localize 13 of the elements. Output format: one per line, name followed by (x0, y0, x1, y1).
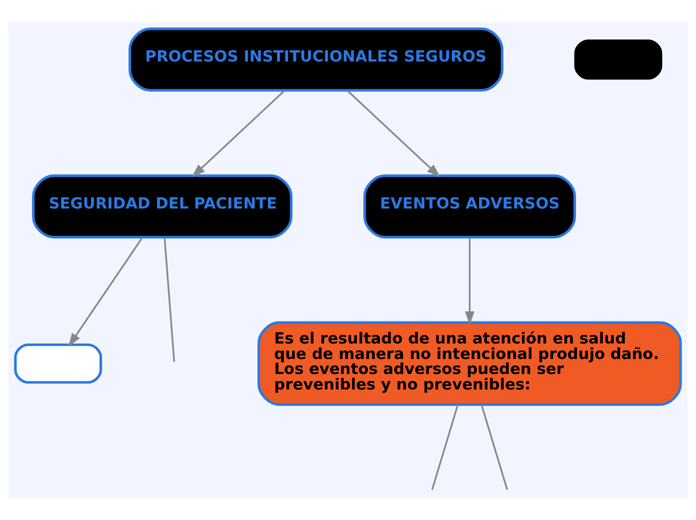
node-box (574, 40, 662, 80)
arrow (347, 90, 440, 178)
connector (480, 404, 508, 490)
arrow (464, 238, 474, 325)
connector (164, 238, 176, 362)
arrow (68, 237, 143, 347)
node-box: PROCESOS INSTITUCIONALES SEGUROS (128, 28, 504, 92)
connector (431, 404, 459, 490)
node-box: EVENTOS ADVERSOS (363, 174, 576, 238)
node-box (14, 344, 102, 384)
node-box: SEGURIDAD DEL PACIENTE (32, 174, 292, 238)
node-box: Es el resultado de una atención en salud que de manera no intencional produjo daño. Los eventos adversos pueden ser prevenibles y no prevenibles: (257, 321, 682, 406)
arrow (192, 90, 285, 178)
